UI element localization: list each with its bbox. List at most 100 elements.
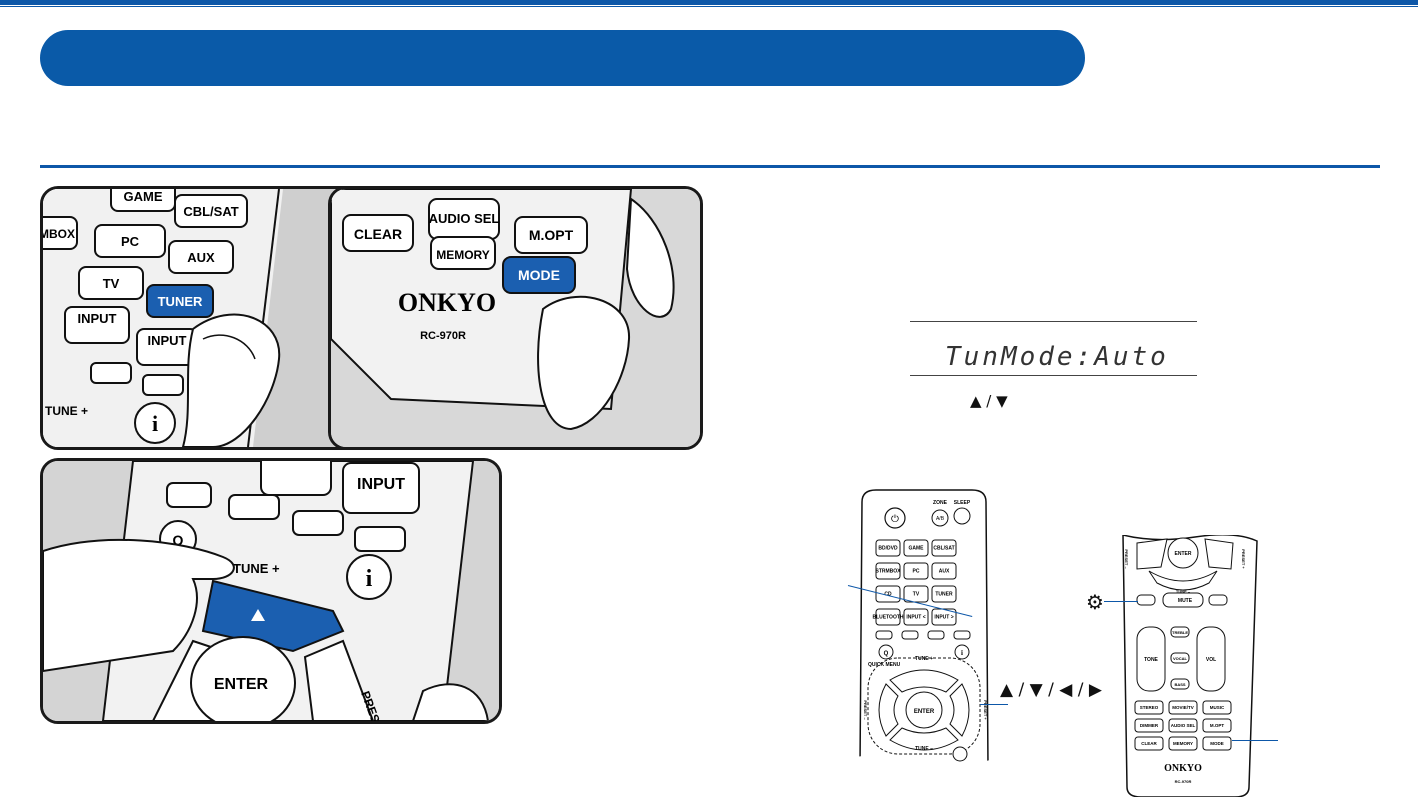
next-button[interactable] — [953, 630, 971, 640]
prev-button[interactable] — [927, 630, 945, 640]
audio-sel-button[interactable] — [1168, 718, 1198, 733]
preset-plus-label: PRESET + — [1241, 549, 1246, 569]
ab-label: A/B — [936, 516, 945, 522]
enter-label: ENTER — [1175, 551, 1192, 557]
nav-arrows: ▲ / ▼ / ◀ / ▶ — [1000, 680, 1102, 700]
music-label: MUSIC — [1210, 705, 1225, 710]
dimmer-button[interactable] — [1134, 718, 1164, 733]
music-button[interactable] — [1202, 700, 1232, 715]
aux-button[interactable] — [168, 240, 234, 274]
next-button[interactable] — [354, 526, 406, 552]
q-button[interactable] — [878, 644, 894, 660]
brand-logo: ONKYO — [398, 288, 496, 317]
setup-callout — [1104, 601, 1138, 602]
strmbox-button[interactable] — [43, 216, 78, 250]
bass-button[interactable] — [1170, 678, 1190, 690]
up-nav-button[interactable] — [889, 669, 959, 693]
enter-button[interactable] — [190, 636, 296, 721]
clear-button[interactable] — [1134, 736, 1164, 751]
game-button[interactable] — [110, 189, 176, 212]
right-nav-button[interactable] — [303, 639, 375, 721]
prev-button[interactable] — [292, 510, 344, 536]
display-readout: TunMode:Auto — [945, 342, 1169, 372]
finger-shape — [537, 295, 631, 431]
movie-tv-button[interactable] — [1168, 700, 1198, 715]
info-button[interactable] — [346, 554, 392, 600]
right-nav-button[interactable] — [1204, 538, 1234, 570]
right-nav-button[interactable] — [949, 683, 970, 737]
left-nav-button[interactable] — [878, 683, 899, 737]
tuner-button[interactable] — [146, 284, 214, 318]
mode-label: MODE — [1210, 741, 1224, 746]
play-button[interactable] — [228, 494, 280, 520]
cbl-sat-button[interactable] — [174, 194, 248, 228]
tune-plus-label: TUNE + — [45, 404, 88, 418]
input-left-label: INPUT — [78, 311, 117, 326]
tune-plus-label: TUNE + — [915, 656, 933, 662]
sleep-button[interactable] — [953, 507, 971, 525]
sleep-label: SLEEP — [954, 500, 971, 506]
power-button[interactable] — [884, 507, 906, 529]
cbl-sat-label: CBL/SAT — [183, 204, 238, 219]
illustration-tuner-press: GAME CBL/SAT MBOX PC AUX TV TUNER INPUT … — [40, 186, 374, 450]
setup-button[interactable] — [1136, 594, 1156, 606]
clear-button[interactable] — [342, 214, 414, 252]
vocal-label: VOCAL — [1173, 656, 1188, 661]
return-button[interactable] — [1208, 594, 1228, 606]
mute-button[interactable] — [1162, 592, 1204, 608]
memory-button[interactable] — [1168, 736, 1198, 751]
input-left-button[interactable] — [64, 306, 130, 344]
enter-button[interactable] — [1167, 537, 1199, 569]
pause-button[interactable] — [875, 630, 893, 640]
illustration-mode-press: CLEAR AUDIO SEL MEMORY M.OPT MODE ONKYO … — [328, 186, 703, 450]
thumb-shape — [43, 538, 235, 673]
down-nav-button[interactable] — [889, 727, 959, 751]
cbl-sat-button[interactable] — [931, 539, 957, 557]
display-top-rule — [910, 321, 1197, 322]
game-button[interactable] — [903, 539, 929, 557]
bd-dvd-label: BD/DVD — [878, 546, 898, 552]
zone-button[interactable] — [931, 509, 949, 527]
pause-button[interactable] — [166, 482, 212, 508]
memory-button[interactable] — [430, 236, 496, 270]
model-label: RC-970R — [420, 330, 466, 342]
bluetooth-button[interactable] — [875, 608, 901, 626]
stereo-button[interactable] — [1134, 700, 1164, 715]
enter-button[interactable] — [905, 691, 943, 729]
pc-button[interactable] — [94, 224, 166, 258]
thumb-shape — [625, 197, 675, 318]
tv-button[interactable] — [78, 266, 144, 300]
game-label: GAME — [909, 546, 925, 552]
next-button[interactable] — [142, 374, 184, 396]
aux-button[interactable] — [931, 562, 957, 580]
m-opt-button[interactable] — [1202, 718, 1232, 733]
return-button[interactable] — [952, 746, 968, 762]
tone-rocker[interactable] — [1136, 626, 1166, 692]
info-button[interactable] — [134, 402, 176, 444]
left-nav-button[interactable] — [1136, 538, 1168, 570]
title-banner — [40, 30, 1085, 86]
input-left-button[interactable] — [260, 461, 332, 496]
mode-button[interactable] — [502, 256, 576, 294]
tuner-button[interactable] — [931, 585, 957, 603]
play-button[interactable] — [901, 630, 919, 640]
bd-dvd-button[interactable] — [875, 539, 901, 557]
vocal-button[interactable] — [1170, 652, 1190, 664]
tune-plus-button[interactable] — [201, 579, 345, 653]
input-right-button[interactable] — [342, 462, 420, 514]
mode-button[interactable] — [1202, 736, 1232, 751]
input-button[interactable] — [903, 608, 929, 626]
volume-rocker[interactable] — [1196, 626, 1226, 692]
clear-label: CLEAR — [354, 226, 402, 242]
mopt-button[interactable] — [514, 216, 588, 254]
q-label: Q — [173, 532, 184, 548]
info-button[interactable] — [954, 644, 970, 660]
strmbox-button[interactable] — [875, 562, 901, 580]
pc-button[interactable] — [903, 562, 929, 580]
tuner-label: TUNER — [935, 592, 953, 598]
treble-button[interactable] — [1170, 626, 1190, 638]
movie-tv-label: MOVIE/TV — [1172, 705, 1194, 710]
down-nav-button[interactable] — [1148, 570, 1218, 591]
prev-button[interactable] — [90, 362, 132, 384]
